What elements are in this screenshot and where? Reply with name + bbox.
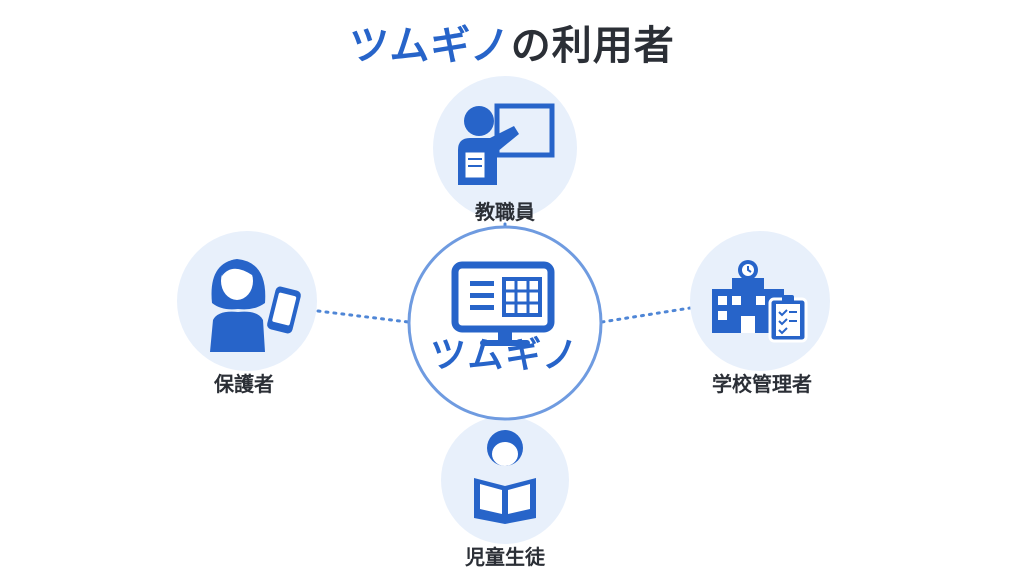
school-admin-icon [712,260,808,343]
monitor-icon [451,261,555,346]
student-label: 児童生徒 [465,545,545,569]
center-circle [407,225,603,421]
admin-label: 学校管理者 [712,372,812,396]
staff-label: 教職員 [475,200,535,224]
page-title: ツムギノの利用者 [0,18,1024,74]
title-highlight: ツムギノ [349,23,511,69]
guardian-label: 保護者 [214,372,274,396]
student-reading-icon [474,430,536,524]
connector-left [316,309,410,324]
center-label: ツムギノ [430,335,580,376]
connector-right [600,306,692,324]
parent-phone-icon [210,259,301,352]
teacher-icon [458,103,555,185]
student-circle [441,416,569,544]
title-rest: の利用者 [510,23,675,69]
